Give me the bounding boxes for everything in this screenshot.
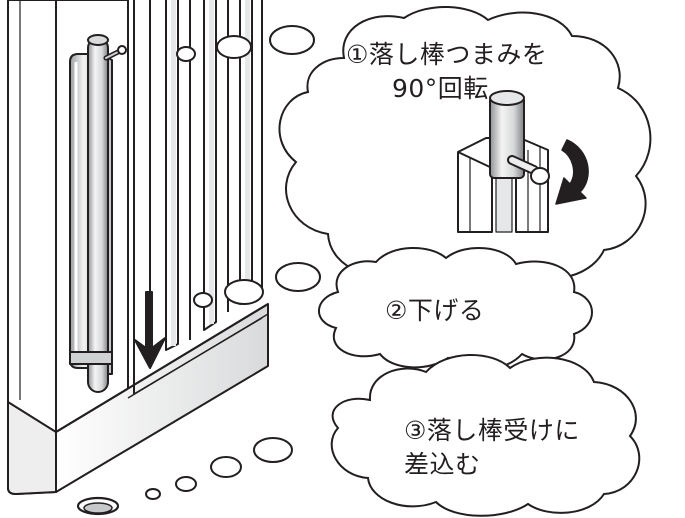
step1-instruction-line2: 90°回転 [392,74,489,103]
step1-knob-detail [457,90,550,233]
step2-bubble [318,247,593,371]
step2-instruction: ②下げる [385,296,485,325]
thought-bubble-dots [145,25,321,500]
rotate-arrow-icon [555,139,589,205]
step3-instruction-line2: 差込む [404,450,481,479]
step1-bubble [278,6,652,286]
down-arrow-icon [134,291,166,369]
step1-instruction-line1: ①落し棒つまみを [346,40,548,69]
floor-receiver-hole [76,496,120,516]
step3-bubble [330,353,641,517]
gate-panel [7,0,269,495]
drop-bolt [69,34,127,393]
step3-instruction-line1: ③落し棒受けに [404,416,580,445]
